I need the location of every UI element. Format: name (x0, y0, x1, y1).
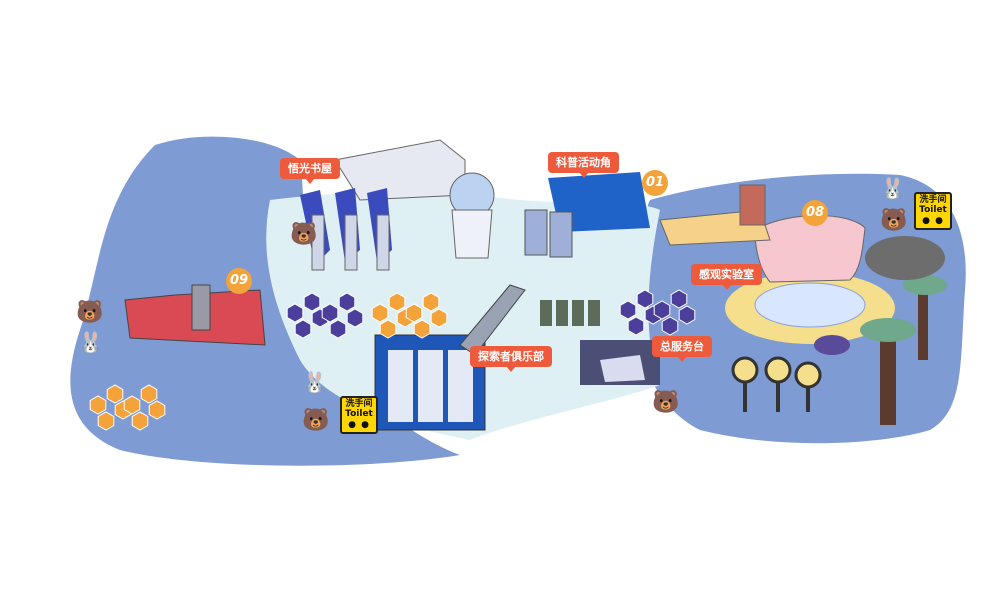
hexagon (413, 319, 431, 339)
hexagon (619, 300, 637, 320)
hexagon (303, 292, 321, 312)
hexagon (294, 319, 312, 339)
hexagon (346, 308, 364, 328)
bear-icon: 🐻 (652, 390, 680, 415)
zone-09-structure (124, 284, 266, 346)
label-explorer-club[interactable]: 探索者俱乐部 (470, 346, 552, 373)
toilet-gender-icon: ● ● (348, 419, 370, 430)
left-zone (70, 136, 461, 466)
bear-icon: 🐻 (302, 408, 330, 433)
lamp-posts (731, 335, 850, 412)
toilet-cn: 洗手间 (345, 399, 373, 409)
right-top-structures (659, 184, 771, 246)
label-lab[interactable]: 感观实验室 (691, 264, 762, 291)
trees (860, 236, 947, 425)
entry-gates (540, 300, 600, 326)
hexagon (106, 384, 124, 404)
activity-wall (524, 172, 650, 258)
zone-08-badge: 08 (802, 200, 828, 226)
hexagon (338, 292, 356, 312)
toilet-en: Toilet (919, 205, 947, 216)
hexagon (678, 305, 696, 325)
hexagon (321, 303, 339, 323)
zone-09-badge: 09 (226, 268, 252, 294)
hexagon (430, 308, 448, 328)
rabbit-icon: 🐰 (880, 176, 905, 200)
explorer-club-building (374, 284, 526, 431)
hexagon-decorations (89, 289, 696, 431)
hexagon (97, 411, 115, 431)
hexagon (661, 316, 679, 336)
bear-icon: 🐻 (290, 222, 318, 247)
hexagon (123, 395, 141, 415)
hexagon (636, 289, 654, 309)
hexagon (148, 400, 166, 420)
hexagon (653, 300, 671, 320)
hexagon (131, 411, 149, 431)
toilet-cn: 洗手间 (919, 195, 947, 205)
hexagon (329, 319, 347, 339)
hexagon (422, 292, 440, 312)
hexagon (388, 292, 406, 312)
hexagon (627, 316, 645, 336)
hexagon (89, 395, 107, 415)
label-science-house[interactable]: 悟光书屋 (280, 158, 340, 185)
globe-structure (449, 172, 495, 259)
zone-01-badge: 01 (642, 170, 668, 196)
rabbit-icon: 🐰 (302, 370, 327, 394)
hexagon (286, 303, 304, 323)
science-house-structure (300, 139, 466, 271)
hexagon (379, 319, 397, 339)
toilet-en: Toilet (345, 409, 373, 420)
bear-icon: 🐻 (76, 300, 104, 325)
hexagon (371, 303, 389, 323)
toilet-sign-right[interactable]: 洗手间 Toilet ● ● (914, 192, 952, 231)
label-service-desk[interactable]: 总服务台 (652, 336, 712, 363)
label-science-activity[interactable]: 科普活动角 (548, 152, 619, 179)
toilet-sign-center[interactable]: 洗手间 Toilet ● ● (340, 396, 378, 435)
hexagon (670, 289, 688, 309)
service-desk-structure (580, 340, 660, 385)
lab-building (754, 215, 866, 283)
bear-icon: 🐻 (880, 208, 908, 233)
toilet-gender-icon: ● ● (922, 215, 944, 226)
hexagon (140, 384, 158, 404)
rabbit-icon: 🐰 (78, 330, 103, 354)
hexagon (405, 303, 423, 323)
